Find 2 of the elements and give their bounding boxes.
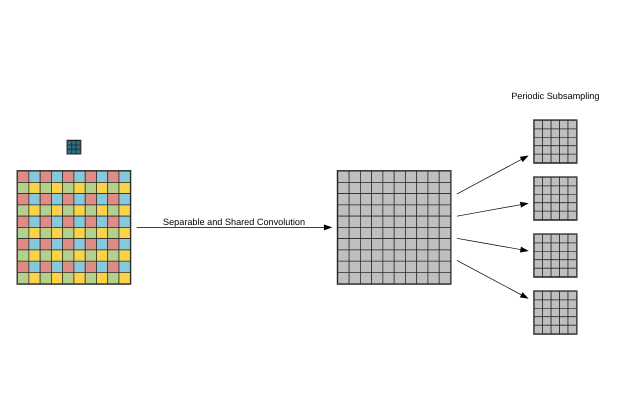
label: Periodic Subsampling [511, 90, 600, 100]
edge-label: Separable and Shared Convolution [163, 216, 306, 226]
